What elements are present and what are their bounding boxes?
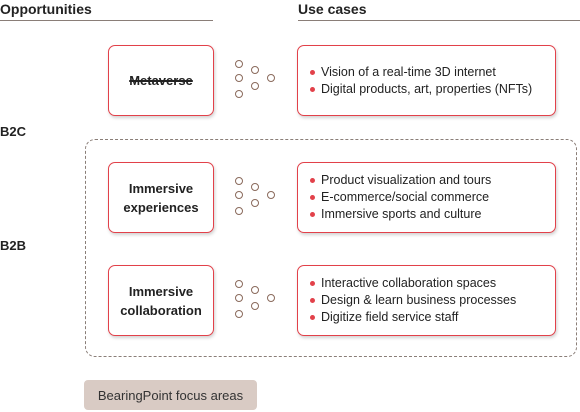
use-case-item: Digitize field service staff: [310, 309, 555, 326]
opportunity-immersive-collaboration: Immersive collaboration: [108, 265, 214, 336]
bullet-dot: [310, 298, 315, 303]
opportunity-label-line2: collaboration: [120, 302, 202, 318]
connector-dots: [235, 177, 283, 221]
use-case-item: E-commerce/social commerce: [310, 189, 555, 206]
use-case-item: Product visualization and tours: [310, 172, 555, 189]
bullet-dot: [310, 86, 315, 92]
bullet-dot: [310, 315, 315, 320]
legend-label: BearingPoint focus areas: [97, 387, 244, 403]
bullet-dot: [310, 212, 315, 217]
opportunity-immersive-experiences: Immersive experiences: [108, 162, 214, 233]
use-cases-header-underline: [298, 20, 580, 21]
opportunity-label-line2: experiences: [123, 199, 199, 215]
connector-dots: [235, 60, 283, 104]
bullet-dot: [310, 281, 315, 286]
use-cases-metaverse: Vision of a real-time 3D internet Digita…: [297, 45, 556, 116]
opportunity-label-line1: Immersive: [128, 283, 194, 299]
use-case-item: Digital products, art, properties (NFTs): [310, 81, 555, 98]
opportunities-header: Opportunities: [0, 1, 92, 17]
b2c-label: B2C: [0, 124, 27, 139]
opportunity-metaverse: Metaverse: [108, 45, 214, 116]
opportunities-header-underline: [0, 20, 213, 21]
use-cases-header: Use cases: [298, 1, 367, 17]
use-cases-immersive-collaboration: Interactive collaboration spaces Design …: [297, 265, 556, 336]
bullet-dot: [310, 195, 315, 200]
use-case-item: Vision of a real-time 3D internet: [310, 64, 555, 81]
use-case-item: Interactive collaboration spaces: [310, 275, 555, 292]
bullet-dot: [310, 178, 315, 183]
legend-focus-areas: BearingPoint focus areas: [84, 380, 257, 410]
connector-dots: [235, 280, 283, 324]
b2b-label: B2B: [0, 238, 27, 253]
use-case-item: Immersive sports and culture: [310, 206, 555, 223]
use-case-item: Design & learn business processes: [310, 292, 555, 309]
focus-area-dashed-frame: [85, 139, 577, 357]
use-cases-immersive-experiences: Product visualization and tours E-commer…: [297, 162, 556, 233]
bullet-dot: [310, 69, 315, 75]
opportunity-label: Metaverse: [129, 73, 193, 88]
opportunity-label-line1: Immersive: [128, 180, 194, 196]
